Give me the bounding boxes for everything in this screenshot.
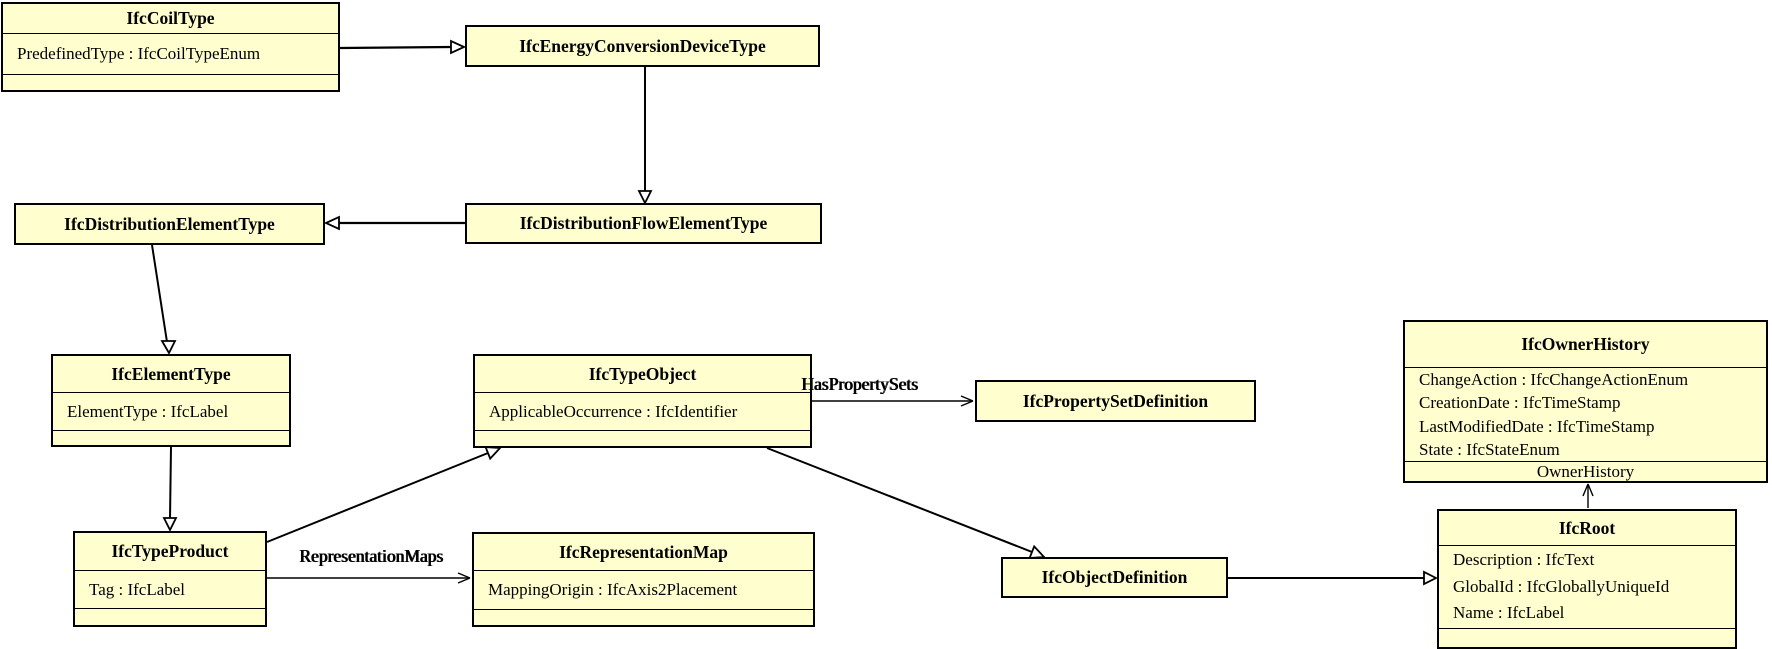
class-attribute: GlobalId : IfcGloballyUniqueId <box>1453 576 1670 596</box>
class-ifcownerhistory: IfcOwnerHistory ChangeAction : IfcChange… <box>1403 320 1768 483</box>
class-title: IfcEnergyConversionDeviceType <box>519 35 766 56</box>
class-title: IfcOwnerHistory <box>1521 334 1650 354</box>
class-ifcobjectdefinition: IfcObjectDefinition <box>1001 557 1228 598</box>
class-attributes: ChangeAction : IfcChangeActionEnum Creat… <box>1405 367 1766 461</box>
class-title: IfcDistributionElementType <box>64 213 275 234</box>
class-ifcenergyconversiondevicetype: IfcEnergyConversionDeviceType <box>465 25 820 67</box>
class-title: IfcRepresentationMap <box>559 541 728 562</box>
association-haspropertysets <box>812 395 974 407</box>
haspropertysets-association-label: HasPropertySets <box>801 374 918 394</box>
class-title: IfcElementType <box>111 363 231 384</box>
generalization-coiltype-energyconversiondevicetype <box>339 39 467 55</box>
class-title: IfcCoilType <box>126 8 215 28</box>
class-attribute: Name : IfcLabel <box>1453 603 1565 623</box>
class-attributes: Tag : IfcLabel <box>75 570 265 608</box>
class-title: IfcTypeObject <box>588 363 697 384</box>
class-attribute: LastModifiedDate : IfcTimeStamp <box>1419 416 1655 436</box>
class-empty-compartment <box>3 74 338 90</box>
class-ifcpropertysetdefinition: IfcPropertySetDefinition <box>975 380 1256 422</box>
class-attribute: ApplicableOccurrence : IfcIdentifier <box>489 401 738 421</box>
class-attribute: CreationDate : IfcTimeStamp <box>1419 393 1621 412</box>
class-attribute: PredefinedType : IfcCoilTypeEnum <box>17 44 261 63</box>
class-attribute: ChangeAction : IfcChangeActionEnum <box>1419 369 1689 389</box>
representationmaps-association-label: RepresentationMaps <box>299 546 443 566</box>
class-title: IfcPropertySetDefinition <box>1022 390 1209 411</box>
class-attribute: State : IfcStateEnum <box>1419 440 1560 459</box>
class-ifctypeproduct: IfcTypeProduct Tag : IfcLabel <box>73 531 267 627</box>
class-attribute: ElementType : IfcLabel <box>67 401 229 421</box>
generalization-elementtype-typeproduct <box>162 446 178 533</box>
class-ifcdistributionelementtype: IfcDistributionElementType <box>14 203 325 245</box>
class-title: IfcTypeProduct <box>111 541 229 561</box>
class-attribute: Description : IfcText <box>1453 550 1595 570</box>
class-attributes: ElementType : IfcLabel <box>53 392 289 430</box>
class-empty-compartment <box>474 609 813 625</box>
class-title: IfcRoot <box>1558 517 1616 538</box>
generalization-typeproduct-typeobject <box>266 446 502 543</box>
class-attributes: MappingOrigin : IfcAxis2Placement <box>474 570 813 609</box>
class-ifcdistributionflowelementtype: IfcDistributionFlowElementType <box>465 203 822 244</box>
class-attributes: PredefinedType : IfcCoilTypeEnum <box>3 33 338 74</box>
generalization-distributionflow-distributionelement <box>323 215 465 231</box>
class-title: IfcObjectDefinition <box>1041 567 1188 587</box>
class-title: IfcDistributionFlowElementType <box>519 213 768 233</box>
class-empty-compartment <box>475 430 810 446</box>
class-empty-compartment <box>53 430 289 445</box>
class-attributes: ApplicableOccurrence : IfcIdentifier <box>475 392 810 430</box>
generalization-energyconversion-distributionflow <box>637 67 653 206</box>
association-representationmaps <box>267 572 471 584</box>
class-empty-compartment <box>1439 628 1735 647</box>
class-ifcroot: IfcRoot Description : IfcText GlobalId :… <box>1437 509 1737 649</box>
ownerhistory-association-label: OwnerHistory <box>1405 461 1766 482</box>
association-ownerhistory <box>1582 483 1594 508</box>
class-ifcelementtype: IfcElementType ElementType : IfcLabel <box>51 354 291 447</box>
generalization-distributionelement-elementtype <box>151 244 177 355</box>
class-attribute: MappingOrigin : IfcAxis2Placement <box>488 580 738 599</box>
class-attributes: Description : IfcText GlobalId : IfcGlob… <box>1439 545 1735 628</box>
class-ifccoiltype: IfcCoilType PredefinedType : IfcCoilType… <box>1 2 340 92</box>
class-ifctypeobject: IfcTypeObject ApplicableOccurrence : Ifc… <box>473 354 812 448</box>
class-attribute: Tag : IfcLabel <box>89 579 186 599</box>
generalization-objectdefinition-root <box>1228 570 1439 586</box>
class-empty-compartment <box>75 608 265 625</box>
class-ifcrepresentationmap: IfcRepresentationMap MappingOrigin : Ifc… <box>472 532 815 627</box>
